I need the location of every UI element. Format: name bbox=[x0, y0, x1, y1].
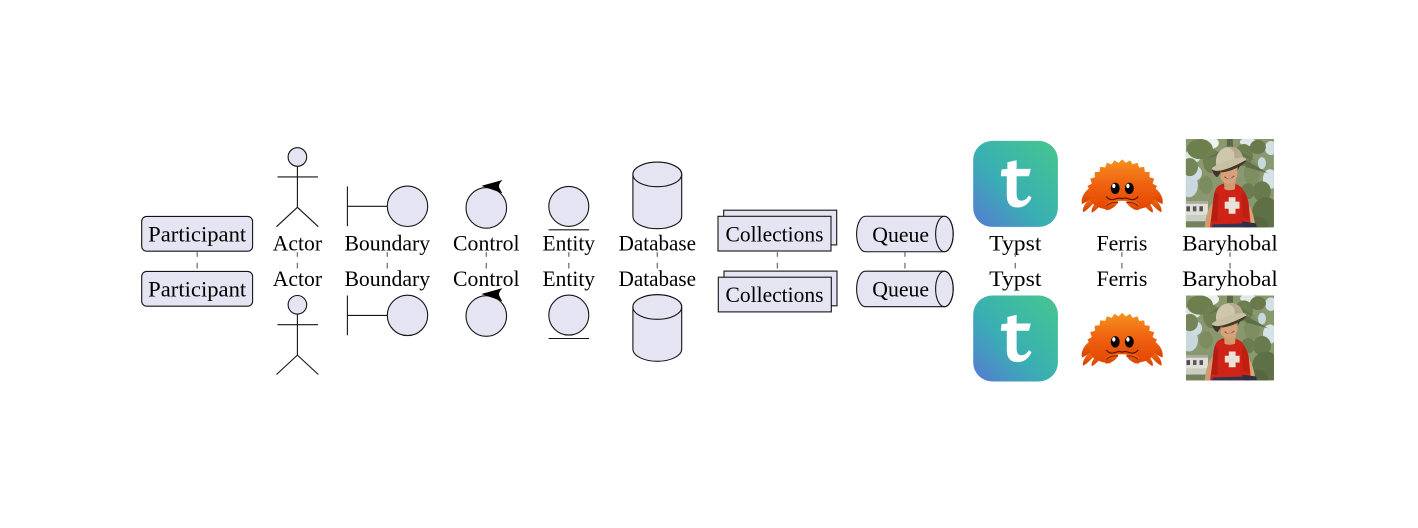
svg-text:Database: Database bbox=[619, 266, 696, 291]
svg-text:Queue: Queue bbox=[872, 277, 929, 302]
svg-text:Control: Control bbox=[453, 266, 520, 291]
svg-text:Participant: Participant bbox=[148, 276, 246, 301]
svg-text:Participant: Participant bbox=[148, 221, 246, 246]
svg-text:Ferris: Ferris bbox=[1096, 231, 1147, 256]
svg-text:Actor: Actor bbox=[273, 266, 323, 291]
svg-text:Boundary: Boundary bbox=[344, 231, 430, 256]
svg-text:Boundary: Boundary bbox=[344, 266, 430, 291]
svg-text:Database: Database bbox=[619, 231, 696, 256]
svg-text:Queue: Queue bbox=[872, 222, 929, 247]
svg-text:Control: Control bbox=[453, 231, 520, 256]
svg-text:Entity: Entity bbox=[543, 266, 596, 291]
svg-text:Baryhobal: Baryhobal bbox=[1182, 231, 1277, 256]
svg-text:Typst: Typst bbox=[989, 266, 1041, 291]
svg-text:Collections: Collections bbox=[726, 282, 824, 307]
svg-text:Ferris: Ferris bbox=[1096, 266, 1147, 291]
svg-text:Collections: Collections bbox=[726, 221, 824, 246]
svg-text:Actor: Actor bbox=[273, 231, 323, 256]
svg-text:Baryhobal: Baryhobal bbox=[1182, 266, 1277, 291]
svg-text:Typst: Typst bbox=[989, 231, 1041, 256]
svg-text:Entity: Entity bbox=[543, 231, 596, 256]
